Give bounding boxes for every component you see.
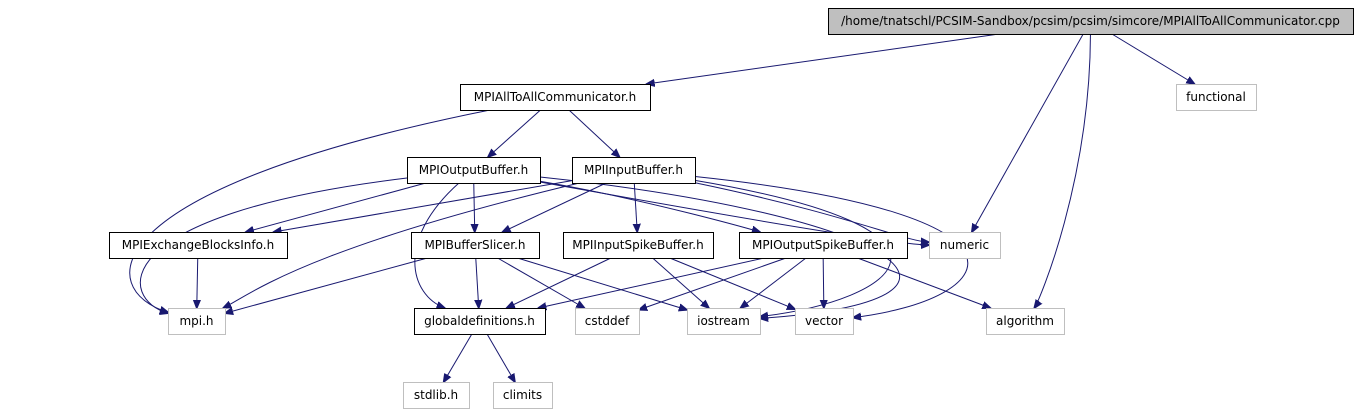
- edge-slicer-cstddef: [497, 257, 585, 308]
- node-box-a2a: [460, 84, 651, 111]
- node-label-numeric: numeric: [940, 238, 989, 252]
- node-a2a[interactable]: MPIAllToAllCommunicator.h: [460, 84, 651, 111]
- edge-inbuf-numeric: [694, 182, 929, 242]
- edge-globaldef-stdlib: [444, 333, 473, 382]
- node-label-algorithm: algorithm: [996, 314, 1054, 328]
- node-label-outspike: MPIOutputSpikeBuffer.h: [752, 238, 894, 252]
- node-label-slicer: MPIBufferSlicer.h: [424, 238, 525, 252]
- edge-outspike-cstddef: [639, 257, 787, 310]
- node-box-exch: [109, 232, 288, 259]
- node-box-outbuf: [407, 157, 541, 184]
- node-box-vector: [795, 308, 854, 335]
- node-label-outbuf: MPIOutputBuffer.h: [419, 163, 529, 177]
- node-box-outspike: [739, 232, 908, 259]
- node-box-mpi: [168, 308, 226, 335]
- node-label-cstddef: cstddef: [585, 314, 630, 328]
- edge-outspike-vector: [823, 257, 824, 308]
- edge-root-a2a: [647, 33, 999, 84]
- node-label-root: /home/tnatschl/PCSIM-Sandbox/pcsim/pcsim…: [841, 14, 1340, 28]
- edge-outbuf-slicer: [474, 182, 475, 232]
- node-box-inbuf: [572, 157, 696, 184]
- node-box-iostream: [687, 308, 761, 335]
- node-label-iostream: iostream: [697, 314, 750, 328]
- node-box-slicer: [411, 232, 540, 259]
- node-box-globaldef: [414, 308, 546, 335]
- edge-outbuf-exch: [246, 182, 426, 232]
- node-label-vector: vector: [805, 314, 843, 328]
- node-inbuf[interactable]: MPIInputBuffer.h: [572, 157, 696, 184]
- node-outspike[interactable]: MPIOutputSpikeBuffer.h: [739, 232, 908, 259]
- node-box-functional: [1176, 84, 1257, 111]
- edge-outspike-algorithm: [857, 257, 991, 308]
- node-climits: climits: [493, 382, 553, 409]
- edge-a2a-outbuf: [488, 109, 541, 157]
- node-stdlib: stdlib.h: [403, 382, 470, 409]
- edge-root-numeric: [972, 33, 1084, 232]
- edge-root-algorithm: [1034, 33, 1091, 308]
- edge-slicer-globaldef: [476, 257, 479, 308]
- edge-a2a-mpi: [129, 109, 491, 312]
- node-label-stdlib: stdlib.h: [414, 388, 458, 402]
- edge-slicer-mpi: [225, 257, 428, 313]
- node-box-stdlib: [403, 382, 470, 409]
- node-root[interactable]: /home/tnatschl/PCSIM-Sandbox/pcsim/pcsim…: [828, 8, 1354, 35]
- node-box-cstddef: [575, 308, 640, 335]
- node-iostream: iostream: [687, 308, 761, 335]
- edge-inbuf-exch: [273, 180, 573, 232]
- edge-outspike-globaldef: [538, 257, 765, 308]
- node-vector: vector: [795, 308, 854, 335]
- node-exch[interactable]: MPIExchangeBlocksInfo.h: [109, 232, 288, 259]
- edge-inbuf-slicer: [502, 182, 607, 232]
- node-functional: functional: [1176, 84, 1257, 111]
- edge-inbuf-inspike: [634, 182, 637, 232]
- edge-outbuf-numeric: [539, 181, 929, 245]
- node-box-inspike: [563, 232, 714, 259]
- edge-inspike-iostream: [652, 257, 709, 308]
- node-label-globaldef: globaldefinitions.h: [424, 314, 535, 328]
- edge-root-functional: [1111, 33, 1195, 84]
- edge-outspike-iostream: [741, 257, 807, 308]
- node-box-algorithm: [986, 308, 1065, 335]
- node-label-mpi: mpi.h: [179, 314, 213, 328]
- node-label-inspike: MPIInputSpikeBuffer.h: [572, 238, 703, 252]
- edge-inbuf-iostream: [694, 179, 892, 316]
- node-label-functional: functional: [1186, 90, 1246, 104]
- node-label-inbuf: MPIInputBuffer.h: [584, 163, 683, 177]
- edge-globaldef-climits: [486, 333, 515, 382]
- node-cstddef: cstddef: [575, 308, 640, 335]
- node-label-exch: MPIExchangeBlocksInfo.h: [122, 238, 274, 252]
- node-mpi: mpi.h: [168, 308, 226, 335]
- node-label-a2a: MPIAllToAllCommunicator.h: [474, 90, 636, 104]
- node-numeric: numeric: [929, 232, 1001, 259]
- edge-exch-mpi: [197, 257, 198, 308]
- edge-inbuf-mpi: [223, 182, 580, 308]
- edge-outbuf-outspike: [539, 180, 760, 232]
- edge-inspike-vector: [669, 257, 795, 309]
- node-outbuf[interactable]: MPIOutputBuffer.h: [407, 157, 541, 184]
- node-label-climits: climits: [503, 388, 542, 402]
- nodes-layer: /home/tnatschl/PCSIM-Sandbox/pcsim/pcsim…: [109, 8, 1354, 409]
- edge-inspike-globaldef: [507, 257, 612, 308]
- node-box-numeric: [929, 232, 1001, 259]
- node-box-root: [828, 8, 1354, 35]
- node-algorithm: algorithm: [986, 308, 1065, 335]
- node-slicer[interactable]: MPIBufferSlicer.h: [411, 232, 540, 259]
- node-inspike[interactable]: MPIInputSpikeBuffer.h: [563, 232, 714, 259]
- node-globaldef[interactable]: globaldefinitions.h: [414, 308, 546, 335]
- edge-slicer-iostream: [517, 257, 687, 310]
- node-box-climits: [493, 382, 553, 409]
- edge-a2a-inbuf: [568, 109, 620, 157]
